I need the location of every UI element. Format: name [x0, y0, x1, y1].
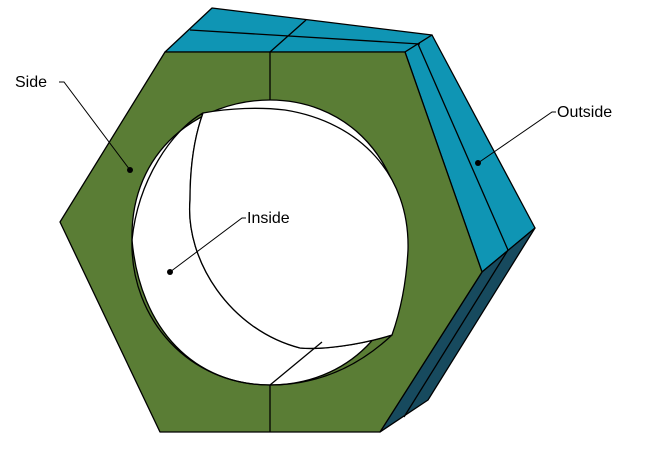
inside-label: Inside [247, 210, 290, 227]
inside-leader-line [169, 217, 246, 273]
inside-leader-dot [167, 269, 173, 275]
split-line-outside-face [417, 43, 509, 251]
split-line-lower-face [403, 249, 509, 418]
split-line-inside [269, 341, 323, 386]
outside-leader-dot [475, 160, 481, 166]
outside-leader-line [477, 111, 556, 164]
side-leader-dot [127, 167, 133, 173]
hole-opening [189, 107, 409, 350]
side-leader-line [59, 81, 131, 171]
outside-top-face [164, 7, 433, 53]
split-line-top-face-h [189, 29, 421, 45]
outside-label: Outside [557, 104, 612, 121]
side-label: Side [15, 74, 47, 91]
